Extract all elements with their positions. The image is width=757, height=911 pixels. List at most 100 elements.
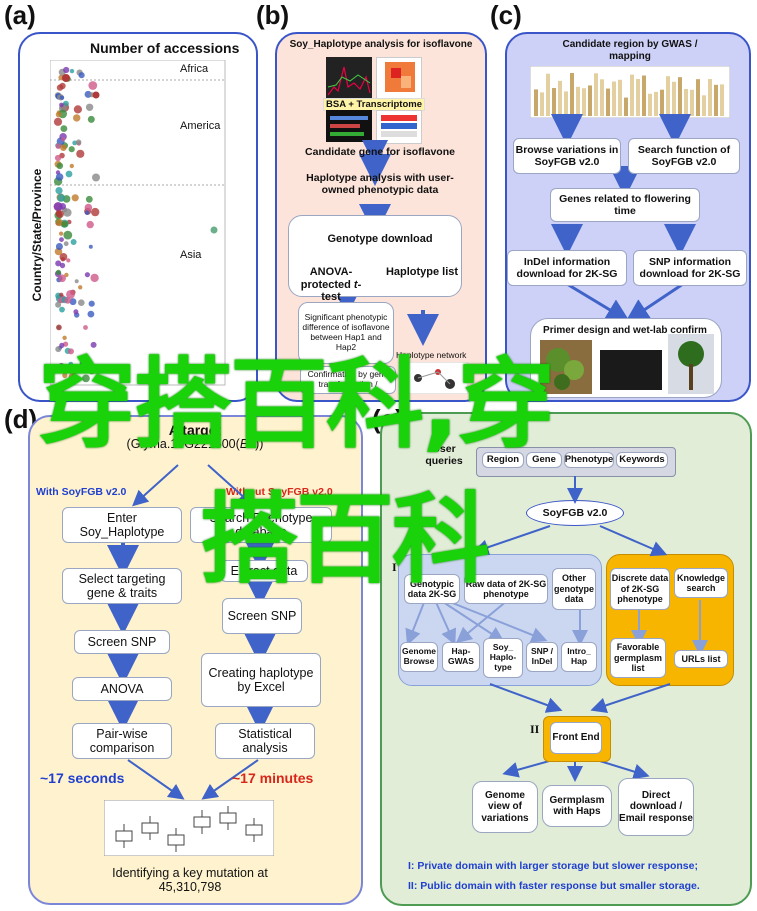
- gene-suffix: )): [255, 437, 264, 451]
- plant-photo-right: [668, 334, 714, 394]
- confirmation-box: Confirmation by gene transformation /: [300, 366, 396, 394]
- scatter-dot: [65, 365, 70, 370]
- scatter-dot: [69, 298, 77, 306]
- panel-a-y-axis-label: Country/State/Province: [30, 168, 44, 302]
- gwas-bar: [600, 79, 604, 116]
- scatter-dot: [63, 208, 72, 217]
- soy-haplotype-box[interactable]: Soy_ Haplo- type: [483, 638, 523, 678]
- scatter-dot: [55, 210, 64, 219]
- bsa-label: BSA + Transcriptome: [323, 98, 425, 111]
- gwas-bar: [714, 84, 718, 116]
- expression-image-right: [376, 110, 422, 144]
- scatter-dot: [74, 279, 79, 284]
- gwas-bar: [588, 85, 592, 116]
- scatter-dot: [62, 372, 68, 379]
- scatter-dot: [92, 173, 100, 182]
- scatter-dot: [84, 203, 93, 212]
- gwas-bar: [582, 88, 586, 116]
- watermark-line-1: 穿搭百科,穿: [38, 348, 555, 462]
- snp-indel-box[interactable]: SNP / InDel: [526, 642, 558, 672]
- intro-hap-box[interactable]: Intro_ Hap: [561, 642, 597, 672]
- scatter-dot: [87, 310, 95, 318]
- panel-label-a: (a): [4, 0, 36, 30]
- boxplot-box: [115, 830, 133, 842]
- screen-snp-right-box: Screen SNP: [222, 598, 302, 634]
- hap-gwas-box[interactable]: Hap-GWAS: [442, 642, 480, 672]
- genome-browse-box[interactable]: Genome Browse: [400, 642, 438, 672]
- gene-id-text: (Glyma.10G221500(E2)): [90, 437, 300, 451]
- scatter-dot: [85, 195, 93, 203]
- gwas-bar: [630, 74, 634, 116]
- gwas-bar: [666, 76, 670, 116]
- query-list: Region Gene Phenotype Keywords: [482, 452, 668, 468]
- query-gene[interactable]: Gene: [526, 452, 562, 468]
- gwas-bar: [660, 89, 664, 116]
- scatter-dot: [53, 202, 63, 211]
- query-phenotype[interactable]: Phenotype: [564, 452, 614, 468]
- germplasm-haps-box[interactable]: Germplasm with Haps: [542, 785, 612, 827]
- haplotype-analysis-text: Haplotype analysis with user-owned pheno…: [306, 172, 454, 197]
- query-keywords[interactable]: Keywords: [616, 452, 668, 468]
- scatter-dot: [56, 84, 64, 91]
- roman-one: I: [392, 560, 397, 574]
- genotype-download-text: Genotype download: [327, 233, 433, 245]
- scatter-dot: [68, 348, 74, 355]
- scatter-dot: [60, 137, 66, 142]
- scatter-dot: [55, 143, 62, 149]
- scatter-dot: [65, 170, 73, 178]
- gwas-bar: [534, 89, 538, 116]
- query-region[interactable]: Region: [482, 452, 524, 468]
- search-phenotype-box: Search Phenotype database: [190, 507, 332, 543]
- ttest-prefix: protected: [300, 278, 354, 291]
- scatter-dot: [84, 272, 90, 278]
- gwas-bar-plot: [530, 66, 730, 118]
- scatter-dot: [55, 187, 63, 195]
- genome-view-box[interactable]: Genome view of variations: [472, 781, 538, 833]
- scatter-dot: [59, 306, 65, 313]
- scatter-dot: [92, 91, 100, 99]
- boxplot-box: [141, 822, 159, 834]
- scatter-dot: [64, 297, 72, 304]
- boxplot-box: [193, 816, 211, 828]
- scatter-dot: [59, 237, 64, 243]
- scatter-dot: [71, 194, 79, 202]
- scatter-dot: [56, 162, 64, 170]
- favorable-germplasm-box[interactable]: Favorable germplasm list: [610, 638, 666, 678]
- creating-haplotype-box: Creating haplotype by Excel: [201, 653, 321, 707]
- genotypic-data-box: Genotypic data 2K-SG: [404, 574, 460, 604]
- scatter-dot: [55, 269, 62, 275]
- enter-soy-haplotype-box: Enter Soy_Haplotype: [62, 507, 182, 543]
- scatter-dot: [55, 173, 64, 181]
- scatter-dot: [71, 374, 77, 380]
- scatter-dot: [210, 226, 218, 234]
- gwas-bar: [558, 80, 562, 116]
- scatter-dot: [76, 149, 85, 158]
- significant-difference-box: Significant phenotypic difference of iso…: [298, 302, 394, 364]
- select-gene-box: Select targeting gene & traits: [62, 568, 182, 604]
- scatter-dot: [57, 193, 66, 202]
- with-soyfgb-text: With SoyFGB v2.0: [36, 486, 127, 498]
- gwas-bar: [576, 86, 580, 116]
- region-america: America: [180, 120, 221, 132]
- scatter-dot: [88, 244, 93, 249]
- candidate-gene-text: Candidate gene for isoflavone: [305, 146, 455, 158]
- scatter-dot: [59, 292, 64, 297]
- scatter-dot: [55, 346, 62, 353]
- panel-b-title: Soy_Haplotype analysis for isoflavone: [289, 39, 473, 50]
- scatter-dot: [85, 103, 94, 111]
- urls-list-box[interactable]: URLs list: [674, 650, 728, 668]
- scatter-dot: [58, 363, 65, 370]
- indel-download-box: InDel information download for 2K-SG: [507, 250, 627, 286]
- scatter-dot: [59, 231, 64, 236]
- scatter-dot: [55, 301, 62, 308]
- ttest-t: t: [353, 278, 358, 291]
- scatter-dot: [58, 274, 66, 283]
- direct-download-box[interactable]: Direct download / Email response: [618, 778, 694, 836]
- scatter-dot: [90, 273, 99, 283]
- panel-e-arrows: [405, 476, 708, 782]
- scatter-dot: [55, 111, 62, 118]
- scatter-dot: [61, 220, 69, 228]
- ttest-suffix: -test: [321, 278, 362, 304]
- genes-flowering-box: Genes related to flowering time: [550, 188, 700, 222]
- scatter-dot: [55, 243, 63, 250]
